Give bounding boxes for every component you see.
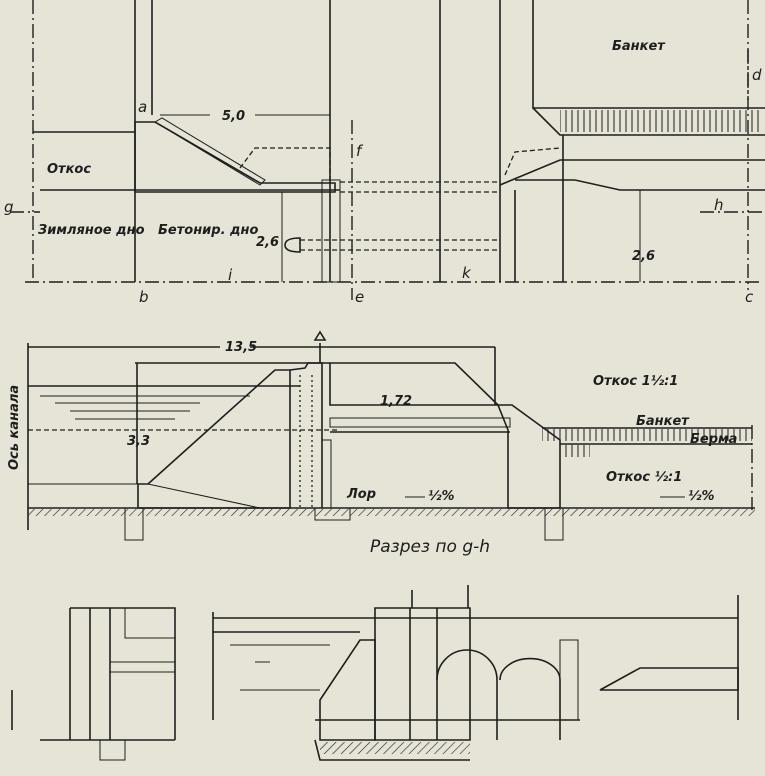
label-b: b — [139, 288, 149, 306]
label-depth-right: 2,6 — [632, 249, 655, 264]
label-i: i — [228, 266, 233, 284]
label-width: 5,0 — [222, 109, 245, 124]
label-slope-bottom: Откос ½:1 — [606, 470, 682, 485]
label-fill-height: 1,72 — [380, 394, 412, 409]
label-length: 13,5 — [225, 340, 257, 355]
label-berma: Берма — [690, 432, 737, 447]
label-height: 3,3 — [127, 434, 150, 449]
label-k: k — [462, 264, 472, 282]
label-depth-left: 2,6 — [256, 235, 279, 250]
label-banket-section: Банкет — [636, 414, 690, 429]
label-earth-bottom: Зимляное дно — [38, 223, 145, 238]
label-grade-right: ½% — [688, 489, 714, 504]
label-canal-axis: Ось канала — [7, 385, 22, 470]
bottom-left-detail — [11, 607, 176, 761]
label-d: d — [752, 66, 762, 84]
label-concrete-bottom: Бетонир. дно — [158, 223, 259, 238]
label-g: g — [4, 198, 14, 216]
label-grade-left: ½% — [428, 489, 454, 504]
label-otkos-plan: Откос — [47, 162, 91, 177]
section-labels: 13,5 Ось канала 3,3 1,72 Откос 1½:1 Банк… — [7, 340, 737, 557]
label-h: h — [714, 196, 724, 214]
plan-labels: Банкет a 5,0 f d Откос g h Зимляное дно … — [4, 39, 762, 306]
label-c: c — [745, 288, 754, 306]
label-a: a — [138, 98, 147, 116]
bottom-right-detail — [212, 585, 739, 761]
label-slope-top: Откос 1½:1 — [593, 374, 678, 389]
plan-view — [10, 0, 765, 300]
section-view — [27, 330, 755, 541]
label-f: f — [356, 142, 364, 160]
label-e: e — [355, 288, 364, 306]
section-caption: Разрез по g-h — [370, 537, 490, 557]
label-banket-plan: Банкет — [612, 39, 666, 54]
label-lor: Лор — [346, 487, 376, 502]
